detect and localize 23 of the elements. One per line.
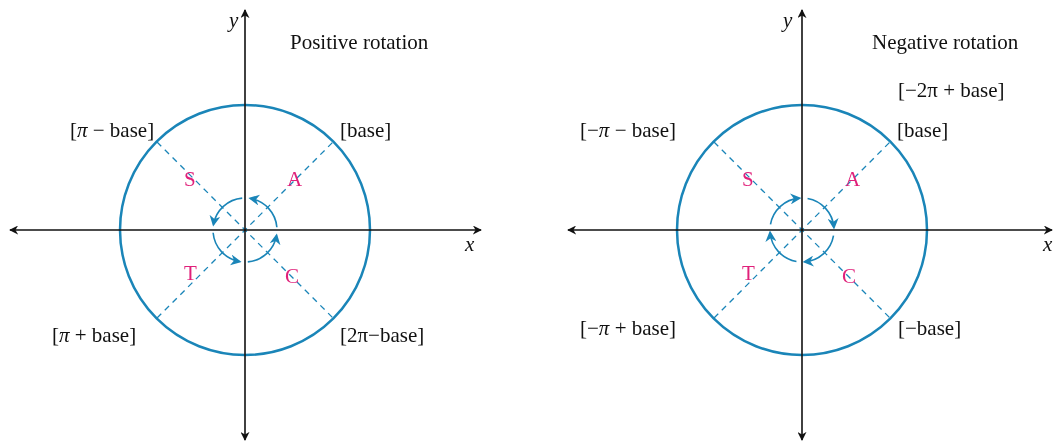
quadrant-letter: C [285,264,299,288]
quadrant-letter: A [845,167,861,191]
panel-heading: Negative rotation [872,30,1019,54]
quadrant-letter: S [742,167,754,191]
axis-label: y [229,8,239,32]
angle-label: [−π − base] [580,118,677,142]
axis-label: y [783,8,793,32]
angle-label: [π − base] [70,118,155,142]
quadrant-letter: C [842,264,856,288]
quadrant-letter: T [742,261,755,285]
angle-label: [−π + base] [580,316,677,340]
angle-label: [π + base] [52,323,137,347]
angle-label: [−base] [898,316,962,340]
axis-label: x [1043,232,1053,256]
angle-label: [base] [897,118,949,142]
quadrant-letter: T [184,261,197,285]
panel-heading: Positive rotation [290,30,429,54]
angle-label: [2π−base] [340,323,425,347]
angle-label: [base] [340,118,392,142]
axis-label: x [465,232,475,256]
quadrant-letter: A [287,167,303,191]
angle-label: [−2π + base] [898,78,1005,102]
quadrant-letter: S [184,167,196,191]
